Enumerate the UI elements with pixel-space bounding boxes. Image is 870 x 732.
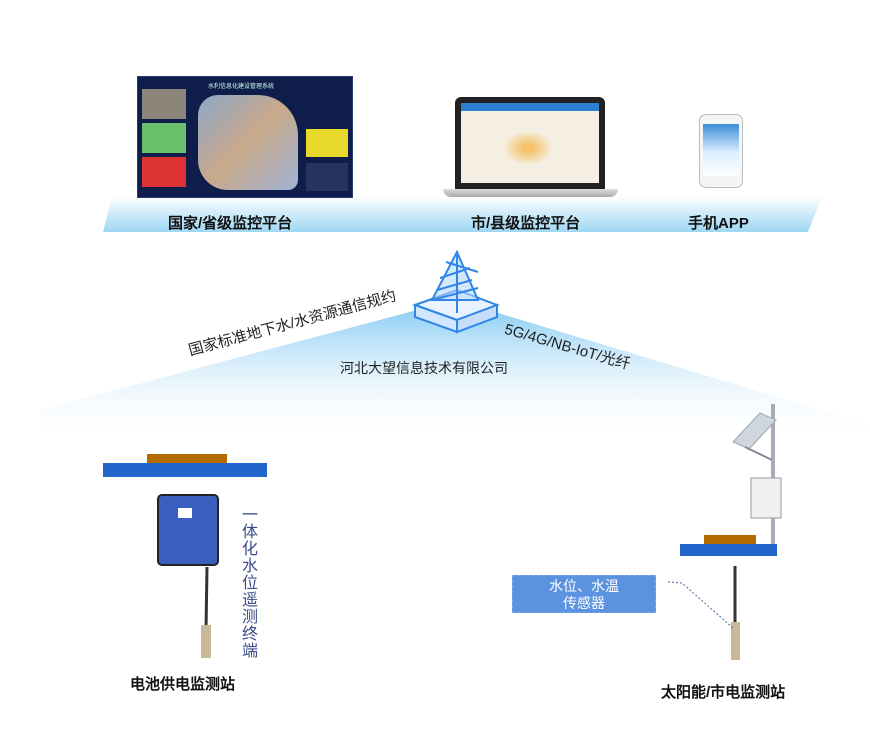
- laptop-map-screen: [455, 97, 605, 189]
- laptop-base: [443, 189, 618, 197]
- solar-station-label: 太阳能/市电监测站: [661, 684, 786, 701]
- device-label: 一体化水位遥测终端: [239, 506, 256, 659]
- company-label: 河北大望信息技术有限公司: [340, 360, 508, 376]
- well-lid: [147, 454, 227, 463]
- sensor-callout: 水位、水温 传感器: [512, 575, 656, 613]
- tower-icon: [412, 249, 500, 334]
- solar-pole: [732, 404, 782, 544]
- well-cap: [103, 463, 267, 477]
- platform-band: [103, 196, 822, 232]
- control-box: [750, 477, 782, 519]
- sensor-label-line1: 水位、水温: [549, 578, 619, 594]
- well-cap: [680, 544, 777, 556]
- phone-app-icon: [699, 114, 743, 188]
- water-sensor-icon: [667, 566, 740, 660]
- sensor-label-line2: 传感器: [563, 595, 605, 611]
- screen-title: 水利信息化建设管理系统: [208, 84, 275, 90]
- battery-station-label: 电池供电监测站: [130, 676, 236, 693]
- city-platform-label: 市/县级监控平台: [471, 215, 581, 232]
- national-platform-label: 国家/省级监控平台: [168, 215, 293, 232]
- mobile-app-label: 手机APP: [688, 215, 749, 232]
- network-fan: [40, 300, 870, 440]
- telemetry-terminal-icon: [157, 494, 219, 658]
- well-lid: [704, 535, 756, 544]
- national-dashboard-screen: 水利信息化建设管理系统: [137, 76, 353, 198]
